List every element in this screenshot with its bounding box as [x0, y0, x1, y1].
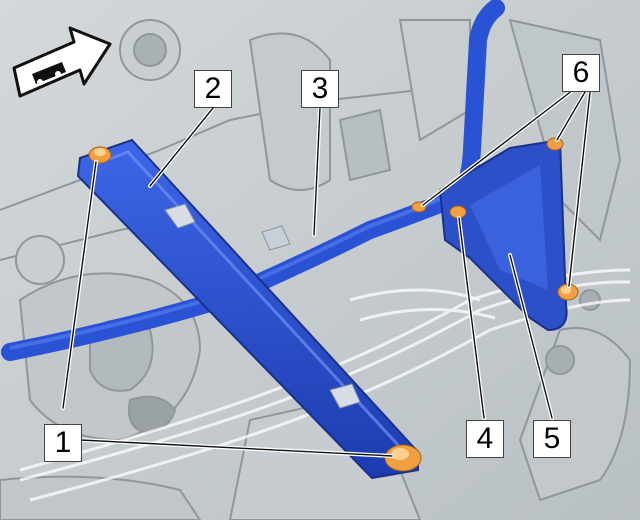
callout-2-label: 2 — [204, 72, 222, 105]
vehicle-front-arrow-icon — [12, 26, 112, 98]
callout-1: 1 — [44, 424, 82, 462]
callout-1-label: 1 — [54, 426, 72, 459]
bolt-6-upper — [546, 137, 564, 151]
bolt-1-lower — [384, 444, 422, 472]
callout-3-label: 3 — [311, 72, 329, 105]
stabilizer-bar — [1, 0, 505, 361]
stabilizer-bracket-face — [470, 165, 548, 290]
callout-6: 6 — [562, 54, 600, 92]
callout-2: 2 — [194, 70, 232, 108]
nut-4 — [449, 205, 467, 219]
callout-5-label: 5 — [543, 422, 561, 455]
callout-6-label: 6 — [572, 56, 590, 89]
stabilizer-bar-highlight — [9, 192, 453, 350]
crossmember-brace-slots — [164, 203, 361, 409]
callout-3: 3 — [301, 70, 339, 108]
bolt-1-upper — [88, 146, 112, 164]
callout-5: 5 — [533, 420, 571, 458]
leader-lines — [61, 88, 592, 458]
fasteners — [88, 137, 579, 472]
callout-4-label: 4 — [476, 422, 494, 455]
callout-4: 4 — [466, 420, 504, 458]
